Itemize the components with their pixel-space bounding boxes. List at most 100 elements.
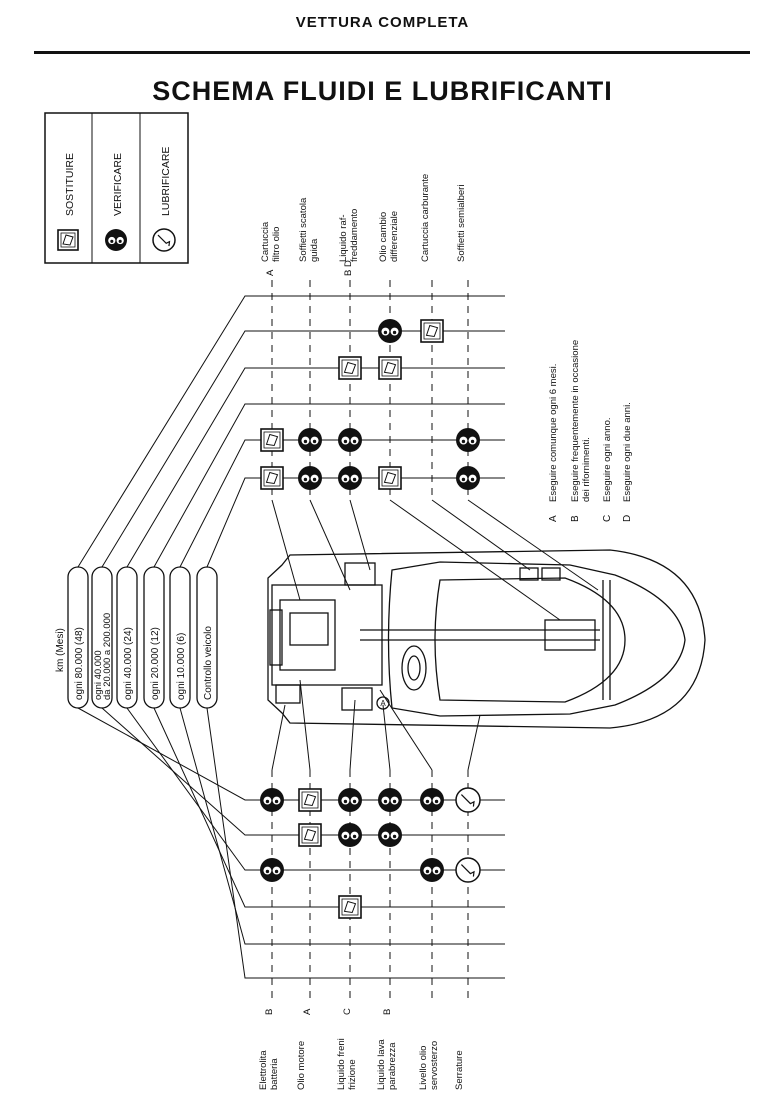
interval-title: km (Mesi) bbox=[55, 628, 66, 672]
interval-line bbox=[77, 707, 505, 801]
check-icon bbox=[260, 788, 284, 812]
note-text: Eseguire frequentemente in occasione bbox=[570, 340, 581, 502]
check-icon bbox=[338, 788, 362, 812]
legend-lubricate-icon bbox=[152, 228, 176, 252]
replace-icon bbox=[298, 788, 322, 812]
check-icon bbox=[456, 428, 480, 452]
top-item-label: Liquido raf- bbox=[338, 214, 349, 262]
note-text: Eseguire comunque ogni 6 mesi. bbox=[548, 364, 559, 502]
check-icon bbox=[378, 319, 402, 343]
bottom-item-label: servosterzo bbox=[429, 1041, 440, 1090]
interval-label: da 20.000 a 200.000 bbox=[102, 613, 113, 700]
top-item-label: Cartuccia carburante bbox=[420, 174, 431, 262]
legend-label: SOSTITUIRE bbox=[64, 153, 76, 216]
car-top-view bbox=[267, 549, 706, 729]
bottom-item-label: Elettrolita bbox=[258, 1050, 269, 1090]
page-header: VETTURA COMPLETA bbox=[295, 14, 470, 31]
interval-label: ogni 20.000 (12) bbox=[150, 627, 161, 700]
top-item-label: Soffietti scatola bbox=[298, 197, 309, 262]
top-item-label: differenziale bbox=[389, 211, 400, 262]
note-letter: A bbox=[548, 515, 559, 522]
interval-line bbox=[153, 403, 505, 568]
check-icon bbox=[420, 788, 444, 812]
check-icon bbox=[338, 466, 362, 490]
bottom-item-label: Liquido lava bbox=[376, 1039, 387, 1090]
replace-icon bbox=[378, 356, 402, 380]
interval-line bbox=[206, 707, 505, 979]
bottom-item-label: Serrature bbox=[454, 1050, 465, 1090]
interval-line bbox=[101, 707, 505, 836]
interval-line bbox=[101, 330, 505, 568]
icon-layer bbox=[260, 319, 481, 919]
legend-check-icon bbox=[105, 229, 127, 251]
leader-line bbox=[299, 679, 311, 771]
bottom-item-letter: B bbox=[264, 1009, 275, 1015]
interval-line bbox=[153, 707, 505, 908]
grid-lines bbox=[77, 280, 599, 1000]
lubricate-icon bbox=[455, 787, 481, 813]
interval-line bbox=[126, 367, 505, 568]
top-item-label: Soffietti semialberi bbox=[456, 185, 467, 262]
bottom-item-label: Olio motore bbox=[296, 1041, 307, 1090]
bottom-item-label: Liquido freni bbox=[336, 1038, 347, 1090]
check-icon bbox=[378, 823, 402, 847]
top-item-letter: A bbox=[265, 269, 276, 276]
diagram-title: SCHEMA FLUIDI E LUBRIFICANTI bbox=[152, 76, 613, 106]
replace-icon bbox=[260, 428, 284, 452]
leader-line bbox=[271, 704, 286, 771]
interval-line bbox=[179, 439, 505, 568]
check-icon bbox=[456, 466, 480, 490]
leader-line bbox=[379, 689, 433, 771]
top-item-label: Olio cambio bbox=[378, 212, 389, 262]
top-item-label: filtro olio bbox=[271, 227, 282, 262]
bottom-item-label: frizione bbox=[347, 1059, 358, 1090]
lubricate-icon bbox=[455, 857, 481, 883]
replace-icon bbox=[298, 823, 322, 847]
leader-line bbox=[389, 499, 561, 621]
interval-label: ogni 40.000 (24) bbox=[123, 627, 134, 700]
note-letter: D bbox=[622, 515, 633, 522]
legend-label: VERIFICARE bbox=[112, 153, 124, 216]
interval-label: ogni 80.000 (48) bbox=[74, 627, 85, 700]
note-letter: C bbox=[602, 515, 613, 522]
check-icon bbox=[298, 466, 322, 490]
check-icon bbox=[298, 428, 322, 452]
bottom-item-letter: A bbox=[302, 1008, 313, 1015]
legend-label: LUBRIFICARE bbox=[160, 147, 172, 216]
interval-line bbox=[126, 707, 505, 871]
bottom-item-label: batteria bbox=[269, 1058, 280, 1090]
replace-icon bbox=[338, 356, 362, 380]
interval-line bbox=[206, 477, 505, 568]
leader-line bbox=[309, 499, 351, 591]
check-icon bbox=[260, 858, 284, 882]
header-rule bbox=[34, 51, 750, 54]
interval-line bbox=[77, 295, 505, 568]
leader-line bbox=[271, 499, 301, 601]
bottom-item-label: parabrezza bbox=[387, 1042, 398, 1090]
replace-icon bbox=[260, 466, 284, 490]
interval-line bbox=[179, 707, 505, 945]
bottom-item-letter: B bbox=[382, 1009, 393, 1015]
car-marker-a: A bbox=[380, 699, 386, 708]
note-text: Eseguire ogni anno. bbox=[602, 417, 613, 502]
car-labels: A bbox=[380, 699, 386, 708]
leader-line bbox=[431, 499, 531, 571]
note-text: Eseguire ogni due anni. bbox=[622, 402, 633, 502]
top-item-label: guida bbox=[309, 238, 320, 262]
top-item-label: freddamento bbox=[349, 209, 360, 262]
replace-icon bbox=[378, 466, 402, 490]
leader-line bbox=[349, 699, 356, 771]
note-text: dei rifornimenti. bbox=[581, 437, 592, 502]
replace-icon bbox=[338, 895, 362, 919]
check-icon bbox=[420, 858, 444, 882]
leader-line bbox=[467, 499, 599, 591]
check-icon bbox=[378, 788, 402, 812]
interval-label: ogni 40.000 bbox=[93, 650, 104, 700]
replace-icon bbox=[420, 319, 444, 343]
legend: SOSTITUIRE VERIFICARE LUBRIFICARE bbox=[44, 112, 189, 264]
interval-label: Controllo veicolo bbox=[203, 626, 214, 700]
top-item-label: Cartuccia bbox=[260, 221, 271, 262]
bottom-item-label: Livello olio bbox=[418, 1046, 429, 1090]
